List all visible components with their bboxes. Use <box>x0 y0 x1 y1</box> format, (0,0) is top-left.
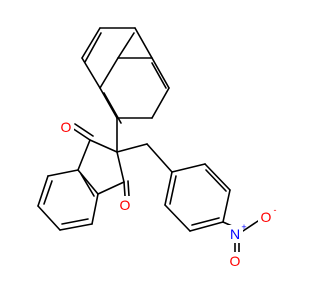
atom-oxygen-ketone-top: O <box>61 119 72 135</box>
bond-ar-e <box>164 204 191 232</box>
bond-naph-ring2-a <box>81 57 101 89</box>
bond-naph-ring2-d <box>134 27 153 59</box>
bond-c2-ch2 <box>116 143 148 153</box>
bond-naph-ring2-inner-2 <box>117 32 135 59</box>
bond-ar-c <box>222 189 231 223</box>
bond-benz-inner-2 <box>61 218 89 225</box>
bond-naph-inner-2 <box>151 62 167 89</box>
bond-ar-inner-3 <box>169 175 177 205</box>
bond-layer <box>37 27 259 254</box>
bond-ar-f <box>164 171 173 206</box>
atom-label-layer: O O N + O - O <box>58 118 277 270</box>
bond-ar-inner-2 <box>191 217 220 226</box>
atom-oxygen-ketone-bottom: O <box>120 197 131 213</box>
bond-naph-c5-c6 <box>151 57 170 89</box>
charge-oxygen-minus: - <box>274 205 277 215</box>
bond-c1-o <box>71 127 91 141</box>
atom-oxygen-nitro-bottom: O <box>230 253 241 269</box>
structure-diagram: O O N + O - O <box>37 27 277 270</box>
bond-benz-inner-3 <box>80 173 95 197</box>
molecule-canvas: O O N + O - O <box>37 27 277 270</box>
bond-ar-d <box>189 221 224 232</box>
bond-ar-b <box>204 163 231 191</box>
bond-benz-b <box>37 175 49 207</box>
bond-naph-ring2-b <box>81 27 101 59</box>
bond-naph-c1-c8a <box>99 87 118 119</box>
bond-c3-o <box>123 181 126 197</box>
bond-naph-c8a-c4a <box>99 57 119 89</box>
bond-benz-d <box>59 223 93 231</box>
bond-benz-a <box>47 169 79 177</box>
bond-ar-inner-1 <box>205 169 227 192</box>
atom-nitrogen-nitro: N <box>230 226 240 242</box>
bond-naph-inner-1 <box>103 92 122 124</box>
bond-c3a-c3 <box>97 181 125 195</box>
bond-n-o-top <box>242 220 259 232</box>
bond-benz-inner-1 <box>43 180 53 205</box>
bond-ch2-ipso <box>146 143 173 173</box>
bond-naph-c6-c7 <box>151 87 170 119</box>
bond-c3-o-double <box>127 180 130 197</box>
bond-c1-c7a <box>77 139 91 171</box>
bond-benz-c <box>37 205 61 231</box>
bond-naph-ring2-inner-1 <box>84 32 102 63</box>
bond-c2-c1 <box>89 139 118 153</box>
atom-oxygen-nitro-top: O <box>261 209 272 225</box>
bond-benz-e <box>91 193 99 225</box>
bond-c3-c2 <box>116 151 125 183</box>
charge-nitrogen-plus: + <box>241 222 246 232</box>
bond-c1-o-double <box>74 123 94 137</box>
bond-ar-a <box>171 163 206 173</box>
